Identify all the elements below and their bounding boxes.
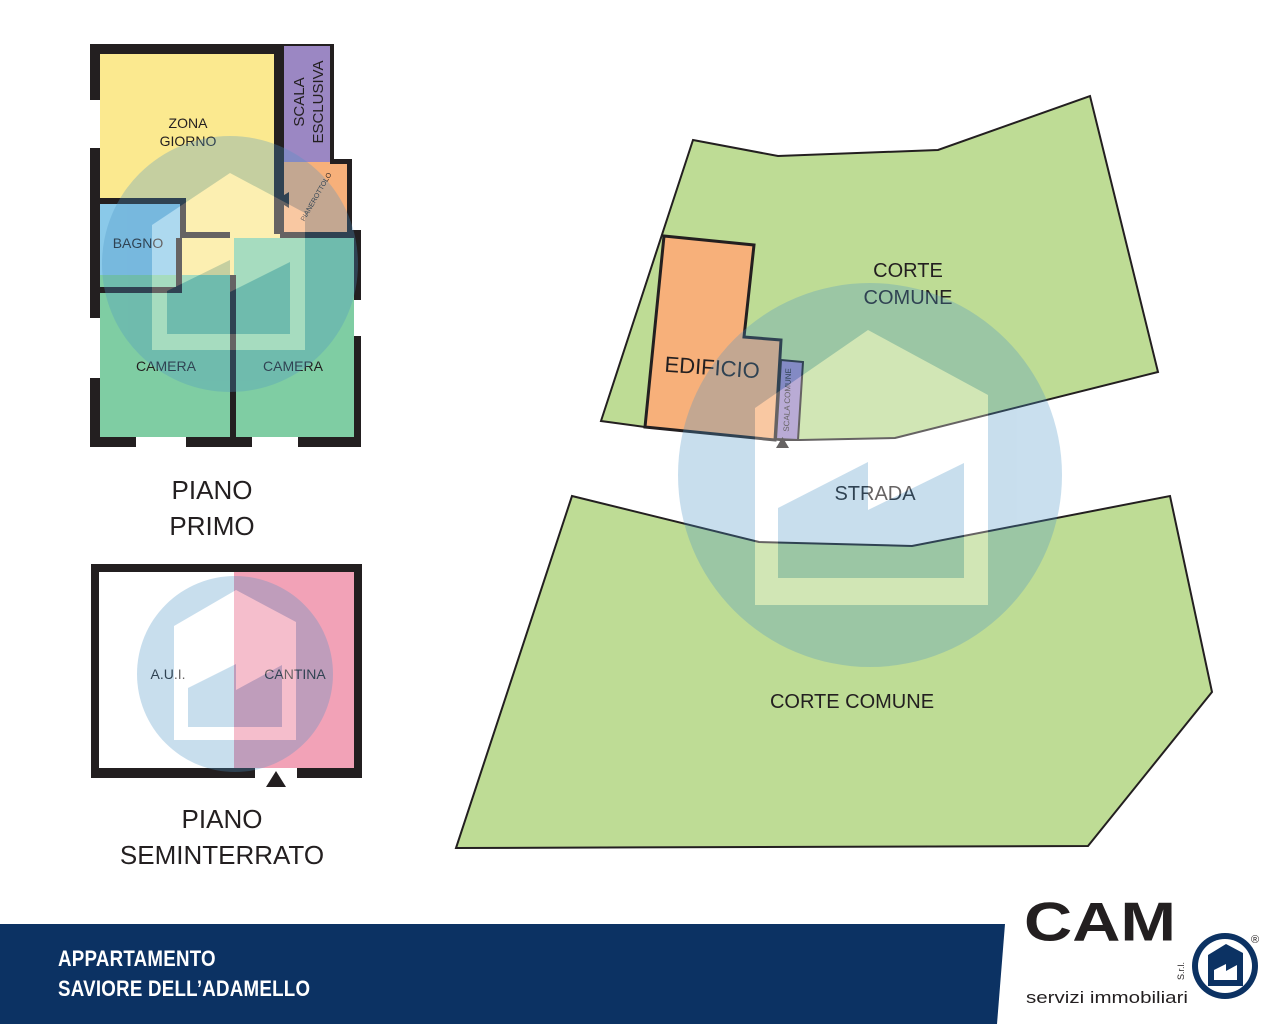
watermark-logo-primo [102,136,358,392]
strada-label: STRADA [834,483,916,505]
primo-walls [90,44,361,447]
scala-comune-label: SCALA COMUNE [782,368,793,432]
corte-comune-bottom-label: CORTE COMUNE [770,691,934,713]
svg-text:PIANO: PIANO [172,475,253,505]
piano-primo-title: PIANO PRIMO [169,475,254,541]
camera-2-label: CAMERA [263,358,324,374]
svg-text:PIANO: PIANO [182,804,263,834]
bagno-label: BAGNO [113,235,164,251]
scala-comune-area [774,358,805,442]
cantina-label: CANTINA [264,666,326,682]
camera-1-label: CAMERA [136,358,197,374]
cam-srl-text: S.r.l. [1176,962,1186,980]
svg-text:ESCLUSIVA: ESCLUSIVA [310,60,327,143]
corte-comune-top-label: CORTE COMUNE [864,260,953,309]
site-entrance-arrow [776,437,789,448]
seminterrato-walls [91,564,362,778]
svg-text:SEMINTERRATO: SEMINTERRATO [120,840,324,870]
registered-mark: ® [1251,934,1259,946]
camera-1-area [96,275,234,441]
cam-logo: CAM S.r.l. servizi immobiliari ® [1024,891,1259,1007]
scala-esclusiva-area [282,44,332,162]
cam-house-icon [1192,933,1258,999]
svg-text:GIORNO: GIORNO [160,133,217,149]
cantina-area [234,572,354,768]
corte-comune-bottom-area [454,494,1214,850]
svg-text:SCALA: SCALA [291,77,308,126]
aui-label: A.U.I. [150,666,185,682]
piano-seminterrato-title: PIANO SEMINTERRATO [120,804,324,870]
svg-text:COMUNE: COMUNE [864,287,953,309]
camera-2-area [234,238,356,441]
bagno-area [100,202,180,288]
svg-text:ZONA: ZONA [169,115,209,131]
edificio-area [643,234,783,442]
primo-windows [90,100,361,447]
seminterrato-entrance-arrow [266,771,286,787]
primo-entrance-arrow [276,192,289,208]
watermark-logo-seminterrato [137,576,333,772]
footer-title-line2: SAVIORE DELL’ADAMELLO [58,976,311,1001]
cam-brand-text: CAM [1024,891,1176,952]
svg-text:CORTE: CORTE [873,260,943,282]
site-plan: CORTE COMUNE EDIFICIO SCALA COMUNE STRAD… [454,94,1214,850]
watermark-logo-large [678,283,1062,667]
aui-area [98,572,234,768]
svg-text:PRIMO: PRIMO [169,511,254,541]
pianerottolo-area [280,162,349,234]
footer-title-line1: APPARTAMENTO [58,946,216,971]
cam-tagline: servizi immobiliari [1026,988,1188,1007]
footer-bar [0,924,1280,1024]
zona-giorno-label: ZONA GIORNO [160,115,217,149]
scala-esclusiva-label: SCALA ESCLUSIVA [291,60,327,143]
piano-primo-plan: ZONA GIORNO SCALA ESCLUSIVA PIANEROTTOLO… [90,44,361,541]
piano-seminterrato-plan: A.U.I. CANTINA PIANO SEMINTERRATO [91,564,362,870]
